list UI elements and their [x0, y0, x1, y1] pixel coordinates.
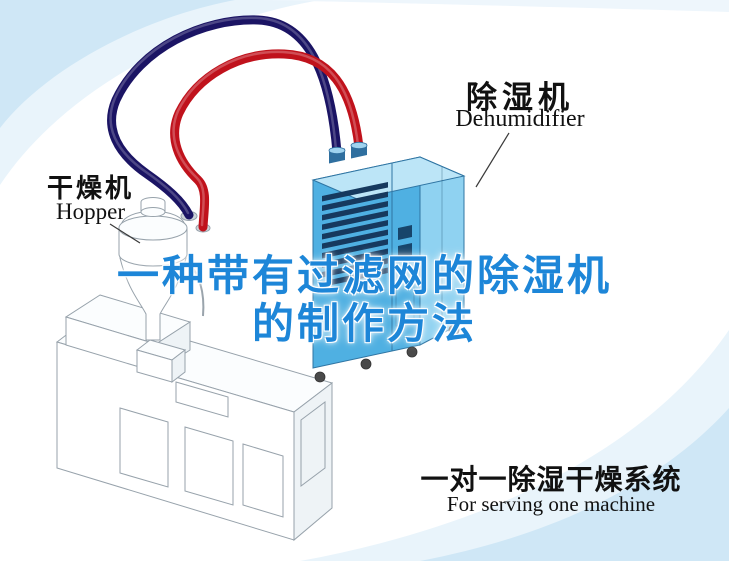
end-panel — [300, 401, 326, 487]
dehumidifier-label-zh: 除湿机 — [466, 80, 574, 115]
swoosh-top-left-inner — [0, 0, 235, 128]
watermark-title-line1: 一种带有过滤网的除湿机 — [116, 252, 612, 299]
front-panel-3 — [242, 443, 284, 518]
extruder-illustration — [55, 294, 334, 542]
hopper-funnel — [119, 257, 187, 341]
leader-lines — [109, 132, 510, 244]
stub-right-top — [350, 141, 368, 150]
hose-group — [107, 15, 364, 232]
hopper-label-zh: 干燥机 — [46, 173, 134, 203]
caption-title-zh: 一对一除湿干燥系统 — [420, 464, 682, 495]
extruder-end-face — [293, 381, 333, 542]
hopper-leader-line — [109, 223, 141, 244]
caster-wheels — [314, 324, 460, 383]
swoosh-top-edge — [260, 0, 729, 12]
front-panel-2 — [184, 426, 234, 506]
control-button-top — [398, 225, 412, 240]
dehumidifier-leader-line — [475, 132, 510, 188]
caption-subtitle-en: For serving one machine — [446, 492, 656, 516]
hopper-cap-rim — [140, 207, 166, 217]
pipe-red-highlight — [172, 50, 360, 227]
pipe-navy — [107, 15, 342, 220]
watermark-title-line2: 的制作方法 — [251, 300, 477, 347]
control-button-bottom — [398, 243, 412, 258]
pipe-red — [170, 49, 364, 232]
dehumidifier-vent-grille — [322, 182, 388, 287]
hopper-illustration — [118, 197, 211, 341]
feed-throat-side — [171, 348, 186, 384]
front-panel-1 — [119, 407, 169, 488]
hopper-label-en: Hopper — [56, 199, 125, 224]
dehumidifier-illustration — [311, 156, 466, 383]
stub-left-top — [328, 146, 346, 155]
hopper-sight-tube — [186, 261, 205, 317]
swoosh-bottom-right-inner — [420, 408, 729, 561]
front-hatch — [175, 381, 229, 418]
dehumidifier-label-en: Dehumidifier — [455, 106, 585, 132]
pipe-navy-highlight — [109, 16, 338, 215]
control-door-outline — [395, 267, 415, 327]
dehumidifier-hose-stubs — [328, 141, 368, 164]
